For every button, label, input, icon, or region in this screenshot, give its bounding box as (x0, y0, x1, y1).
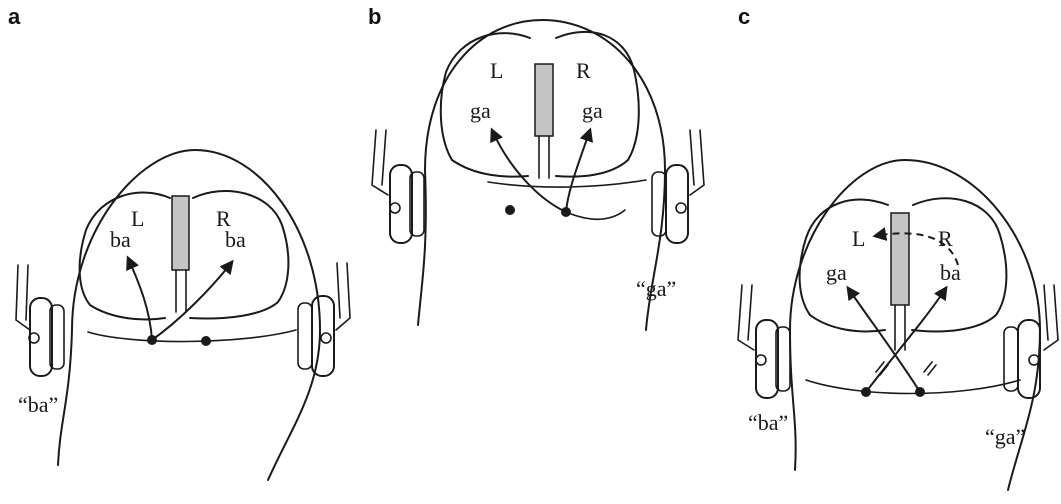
panel-a: a L R ba ba (8, 4, 350, 480)
left-syllable-a: ba (110, 227, 131, 252)
ear-sound-label-b: “ga” (636, 276, 676, 301)
panel-c: c L R ga ba “ba” “ga” (738, 4, 1058, 490)
brainstem-b (539, 136, 549, 178)
auditory-nucleus-left-b (505, 205, 515, 215)
right-syllable-a: ba (225, 227, 246, 252)
arrow-to-right-a (152, 262, 232, 340)
left-syllable-b: ga (470, 98, 491, 123)
left-headphone-b (372, 130, 424, 243)
brain-base-a (88, 330, 296, 342)
left-headphone-c (738, 285, 790, 398)
left-hemisphere-label-c: L (852, 226, 865, 251)
panel-letter-b: b (368, 4, 381, 29)
right-syllable-b: ga (582, 98, 603, 123)
brain-base-b (488, 180, 646, 187)
left-hemisphere-a (80, 193, 170, 320)
arrow-to-left-b (492, 130, 566, 212)
right-headphone-a (298, 263, 350, 376)
left-hemisphere-label-b: L (490, 58, 503, 83)
right-headphone-b (652, 130, 704, 243)
corpus-callosum-c (891, 213, 909, 305)
left-hemisphere-label-a: L (131, 206, 144, 231)
corpus-callosum-a (172, 196, 189, 270)
right-hemisphere-label-c: R (938, 226, 953, 251)
right-hemisphere-a (190, 191, 288, 319)
panel-letter-a: a (8, 4, 21, 29)
auditory-nucleus-right-a (201, 336, 211, 346)
panel-letter-c: c (738, 4, 750, 29)
ear-sound-label-a: “ba” (18, 392, 58, 417)
right-hemisphere-label-b: R (576, 58, 591, 83)
left-headphone-a (16, 265, 64, 376)
blocked-pathway-marks-c (876, 362, 936, 375)
brainstem-a (176, 270, 186, 312)
auditory-nerve-b (566, 210, 625, 219)
corpus-callosum-b (535, 64, 553, 136)
left-syllable-c: ga (826, 260, 847, 285)
arrow-to-right-b (566, 130, 590, 212)
ear-sound-label-left-c: “ba” (748, 410, 788, 435)
arrow-to-left-a (128, 258, 152, 340)
panel-b: b L R ga ga “ga” (368, 4, 704, 330)
right-headphone-c (1004, 285, 1058, 398)
ear-sound-label-right-c: “ga” (985, 424, 1025, 449)
